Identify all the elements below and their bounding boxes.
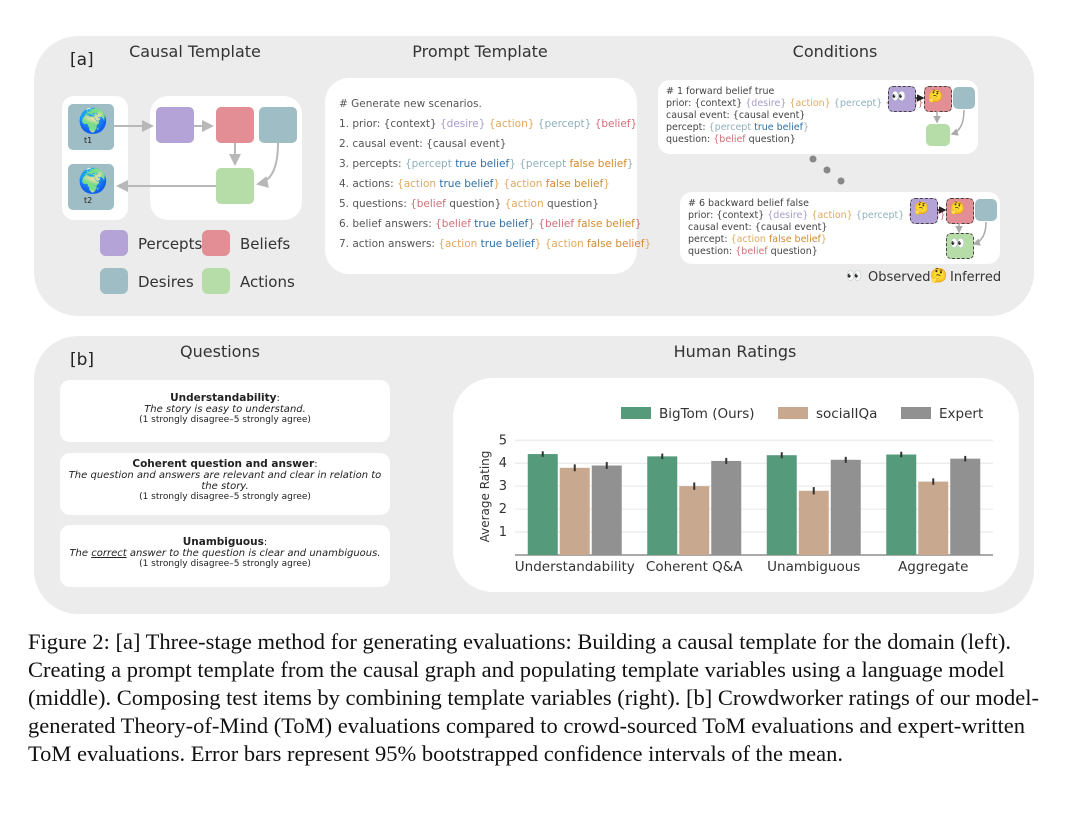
action-node xyxy=(216,168,254,204)
legend-swatch-desires xyxy=(100,268,128,294)
condition-6-title: # 6 backward belief false xyxy=(688,198,809,209)
world-t1-box xyxy=(68,104,114,150)
y-tick-label: 2 xyxy=(499,502,507,517)
y-tick-label: 1 xyxy=(499,525,507,540)
condition-1-title: # 1 forward belief true xyxy=(666,86,775,97)
globe-icon: 🌍 xyxy=(78,167,108,195)
bar xyxy=(559,467,590,555)
legend-swatch-beliefs xyxy=(202,230,230,256)
prompt-line-7: 7. action answers: {action true belief} … xyxy=(339,238,652,250)
legend-label-beliefs: Beliefs xyxy=(240,235,291,253)
condition-6-causal: causal event: {causal event} xyxy=(688,222,828,233)
y-axis-label: Average Rating xyxy=(478,451,492,543)
legend-label-percepts: Percepts xyxy=(138,235,203,253)
y-tick-label: 4 xyxy=(499,456,507,471)
x-tick-label: Unambiguous xyxy=(767,559,860,575)
percept-node xyxy=(156,107,194,143)
eyes-icon: 👀 xyxy=(950,236,965,250)
thinking-face-icon: 🤔 xyxy=(914,201,929,215)
prompt-line-1: 1. prior: {context} {desire} {action} {p… xyxy=(339,118,638,130)
cond1-action-node xyxy=(926,124,950,146)
legend-swatch xyxy=(901,407,931,419)
world-t2-box xyxy=(68,164,114,210)
cond1-desire-node xyxy=(953,87,975,109)
eyes-icon: 👀 xyxy=(891,89,906,103)
condition-1-question: question: {belief question} xyxy=(666,134,796,145)
globe-icon: 🌍 xyxy=(78,107,108,135)
prompt-line-5: 5. questions: {belief question} {action … xyxy=(339,198,600,210)
bar xyxy=(886,454,917,555)
question-card-coherent: Coherent question and answer: The questi… xyxy=(60,453,390,515)
human-ratings-title: Human Ratings xyxy=(673,342,797,361)
cond6-percept-node xyxy=(910,198,938,224)
conditions-title: Conditions xyxy=(792,42,878,61)
causal-arrows xyxy=(114,120,279,192)
cond6-arrows xyxy=(937,206,987,246)
legend-swatch-actions xyxy=(202,268,230,294)
thinking-face-icon: 🤔 xyxy=(950,201,965,215)
bar xyxy=(527,454,558,555)
legend-swatch-percepts xyxy=(100,230,128,256)
x-tick-label: Understandability xyxy=(515,559,635,575)
observed-label: Observed xyxy=(868,270,931,285)
cond6-desire-node xyxy=(975,199,997,221)
legend-label: Expert xyxy=(939,406,983,422)
legend-swatch xyxy=(621,407,651,419)
legend-label-desires: Desires xyxy=(138,273,194,291)
bar xyxy=(830,459,861,555)
cond1-belief-node xyxy=(924,86,952,112)
prompt-line-6: 6. belief answers: {belief true belief} … xyxy=(339,218,642,230)
bar xyxy=(918,481,949,555)
legend-label-actions: Actions xyxy=(240,273,295,291)
condition-1-percept: percept: {percept true belief} xyxy=(666,122,809,133)
prompt-template-title: Prompt Template xyxy=(412,42,548,61)
legend-label: socialIQa xyxy=(816,406,877,422)
thinking-face-icon: 🤔 xyxy=(928,89,943,103)
ellipsis-dots xyxy=(809,155,845,185)
bar xyxy=(766,455,797,555)
belief-node xyxy=(216,107,254,143)
bar xyxy=(711,460,742,555)
legend-swatch xyxy=(778,407,808,419)
desire-node xyxy=(259,107,297,143)
condition-1-causal: causal event: {causal event} xyxy=(666,110,806,121)
panel-a-tag: [a] xyxy=(70,50,94,70)
thinking-face-icon: 🤔 xyxy=(930,268,948,284)
panel-b-tag: [b] xyxy=(70,350,95,370)
bar xyxy=(950,458,981,555)
questions-title: Questions xyxy=(180,342,260,361)
question-card-unambiguous: Unambiguous: The correct answer to the q… xyxy=(60,525,390,587)
cond6-belief-node xyxy=(946,198,974,224)
x-tick-label: Coherent Q&A xyxy=(646,559,743,575)
condition-6-question: question: {belief question} xyxy=(688,246,818,257)
inferred-label: Inferred xyxy=(950,270,1002,285)
legend-label: BigTom (Ours) xyxy=(659,406,755,422)
cond1-arrows xyxy=(915,94,965,136)
bar xyxy=(647,456,678,555)
cond6-action-node xyxy=(946,233,974,259)
cond1-percept-node xyxy=(888,86,916,112)
question-card-understandability: Understandability: The story is easy to … xyxy=(60,380,390,442)
condition-6-percept: percept: {action false belief} xyxy=(688,234,827,245)
time-label-t2: t2 xyxy=(84,196,93,205)
x-tick-label: Aggregate xyxy=(898,559,968,575)
figure-caption: Figure 2: [a] Three-stage method for gen… xyxy=(28,629,1040,766)
bar xyxy=(798,490,829,555)
time-label-t1: t1 xyxy=(84,136,93,145)
prompt-line-3: 3. percepts: {percept true belief} {perc… xyxy=(339,158,634,170)
prompt-template-card: # Generate new scenarios. 1. prior: {con… xyxy=(325,78,651,274)
causal-template-title: Causal Template xyxy=(129,42,261,61)
eyes-icon: 👀 xyxy=(846,269,863,284)
y-tick-label: 5 xyxy=(499,433,507,448)
bar xyxy=(591,465,622,555)
y-tick-label: 3 xyxy=(499,479,507,494)
bar xyxy=(679,486,710,555)
prompt-header: # Generate new scenarios. xyxy=(339,98,482,110)
prompt-line-2: 2. causal event: {causal event} xyxy=(339,138,507,150)
prompt-line-4: 4. actions: {action true belief} {action… xyxy=(339,178,610,190)
